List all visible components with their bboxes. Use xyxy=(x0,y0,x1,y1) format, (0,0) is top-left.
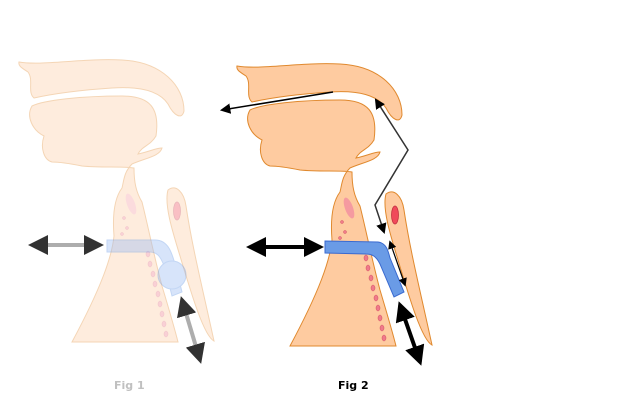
endotracheal-tube xyxy=(324,240,405,298)
figure-1-arrows xyxy=(28,235,205,364)
figure-2-caption: Fig 2 xyxy=(338,379,369,392)
airway-path-arrow xyxy=(374,98,409,234)
figure-2 xyxy=(219,63,433,366)
nasal-arrow xyxy=(219,91,334,114)
glottis-arrow xyxy=(388,240,407,287)
figure-1 xyxy=(18,59,215,343)
vertical-movement-arrow xyxy=(395,301,425,366)
figure-1-caption: Fig 1 xyxy=(114,379,145,392)
figure-1-tube xyxy=(106,239,187,297)
